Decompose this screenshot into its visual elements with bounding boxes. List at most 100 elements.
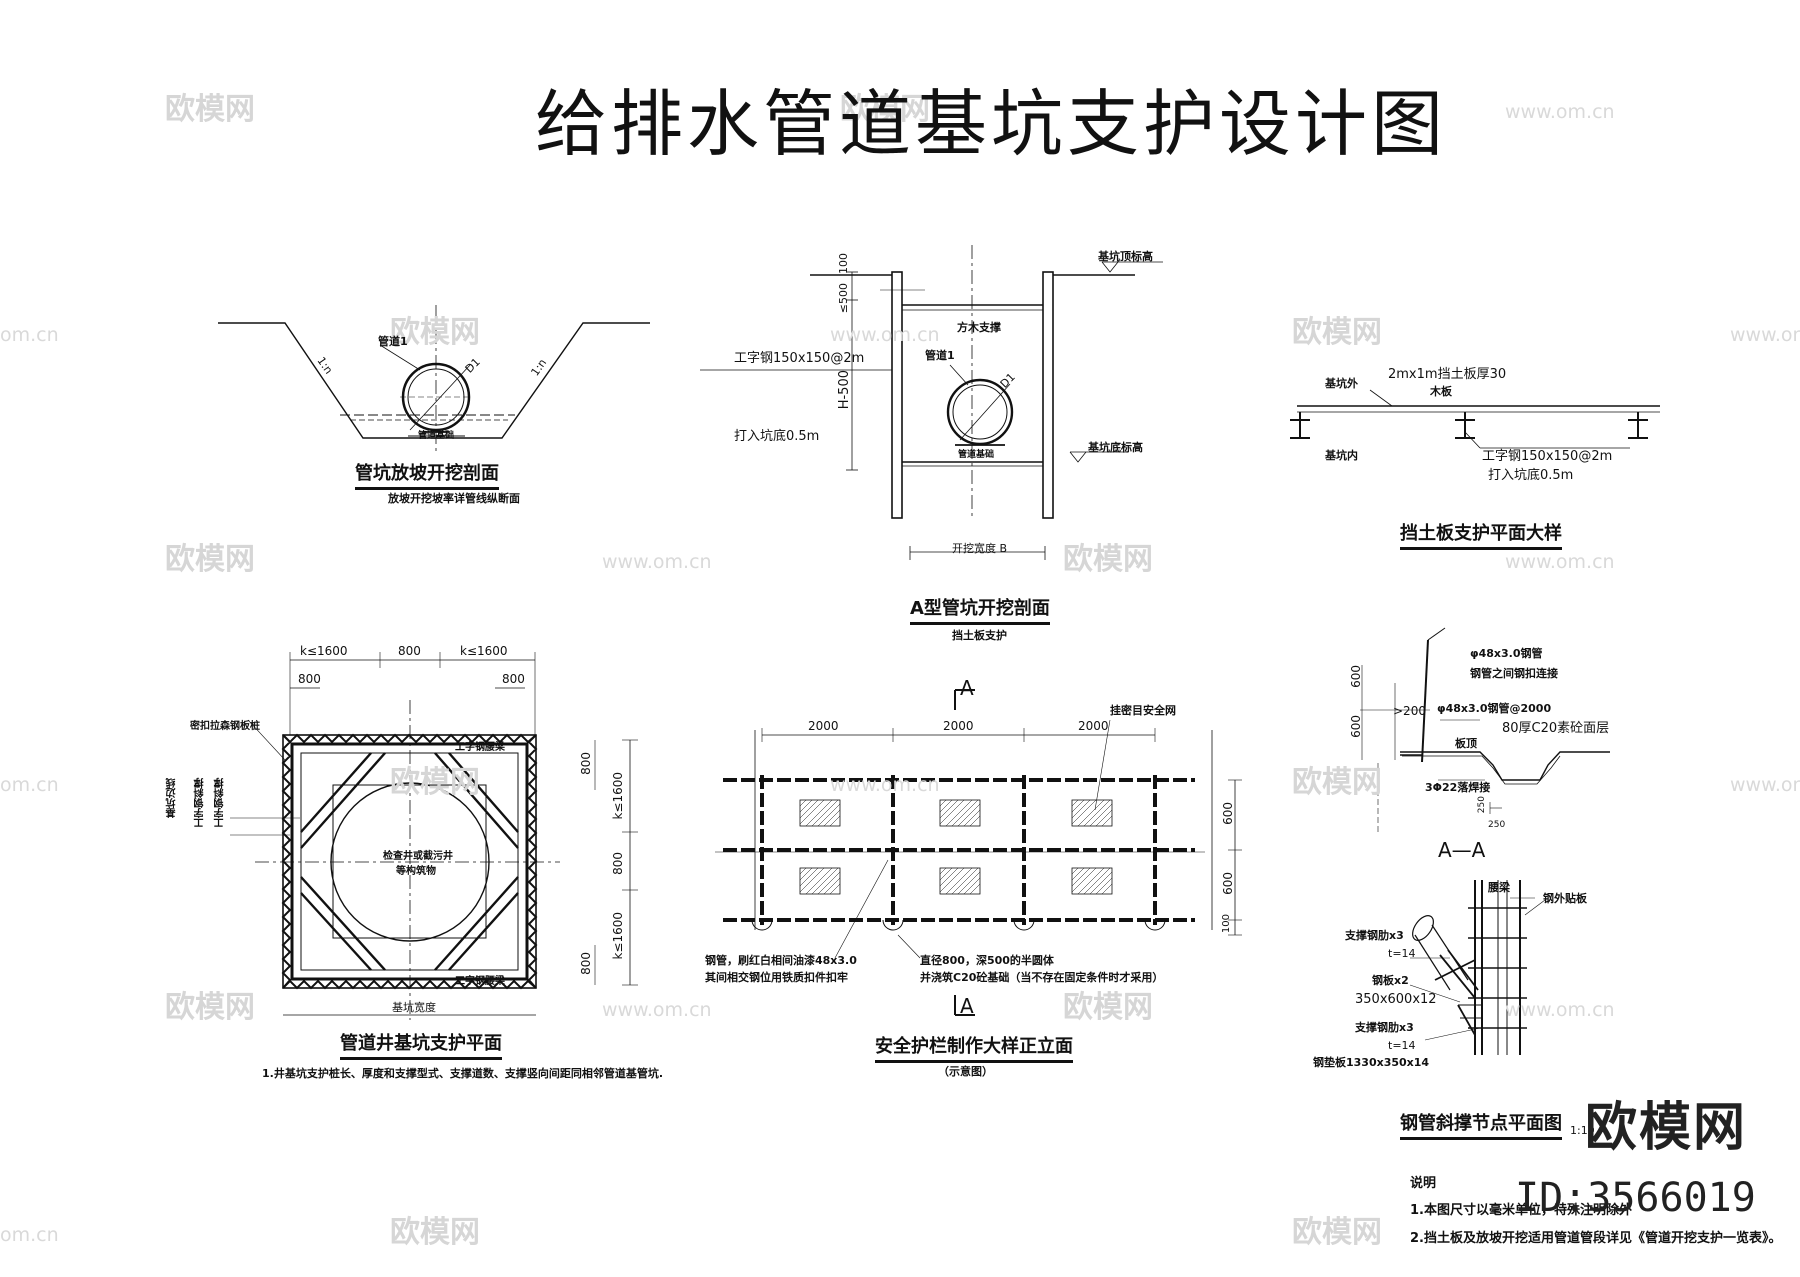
slope-section-drawing bbox=[218, 305, 650, 455]
pipe-spec-label: φ48x3.0钢管 bbox=[1470, 647, 1543, 660]
watermark-url: www.om.cn bbox=[1505, 551, 1615, 573]
aa-dim: 250 bbox=[1488, 820, 1506, 830]
note-item: 1.本图尺寸以毫米单位，特殊注明除外 bbox=[1410, 1203, 1632, 1218]
pipe-spacing-label: φ48x3.0钢管@2000 bbox=[1437, 702, 1552, 715]
board-spec-label: 2mx1m挡土板厚30 bbox=[1388, 367, 1507, 382]
top-dim-100: 100 bbox=[837, 253, 850, 274]
watermark: 欧模网 bbox=[1292, 765, 1382, 800]
pit-width-dim: 基坑宽度 bbox=[392, 1001, 436, 1014]
note-item: 2.挡土板及放坡开挖适用管道管段详见《管道开挖支护一览表》。 bbox=[1410, 1231, 1782, 1246]
watermark-url: www.om.cn bbox=[1730, 774, 1800, 796]
waler-bottom-label: 工字钢腰梁 bbox=[455, 976, 505, 987]
rib-label-2: 支撑钢肋x3 bbox=[1355, 1021, 1414, 1034]
a-type-caption: A型管坑开挖剖面 bbox=[910, 598, 1050, 625]
node-plan-caption: 钢管斜撑节点平面图 bbox=[1400, 1113, 1562, 1140]
slope-section-subcaption: 放坡开挖坡率详管线纵断面 bbox=[388, 492, 520, 505]
section-mark-top: A bbox=[960, 676, 974, 700]
watermark-url: om.cn bbox=[0, 324, 59, 346]
watermark-url: om.cn bbox=[0, 774, 59, 796]
inner-side-label: 基坑内 bbox=[1325, 449, 1358, 462]
caption-text: 安全护栏制作大样正立面 bbox=[875, 1036, 1073, 1063]
strut-label: 方木支撑 bbox=[957, 321, 1001, 334]
caption-text: A型管坑开挖剖面 bbox=[910, 598, 1050, 625]
dim-top-center: 800 bbox=[398, 644, 421, 658]
aa-title: A—A bbox=[1438, 838, 1486, 862]
caption-text: 挡土板支护平面大样 bbox=[1400, 523, 1562, 550]
rail-note-1: 钢管，刷红白相间油漆48x3.0 bbox=[705, 954, 857, 967]
rib-label-1: 支撑钢肋x3 bbox=[1345, 929, 1404, 942]
depth-dim: H-500 bbox=[837, 370, 852, 410]
notes-heading: 说明 bbox=[1410, 1176, 1437, 1191]
rail-subcaption: （示意图） bbox=[938, 1065, 993, 1078]
slope-section-caption: 管坑放坡开挖剖面 bbox=[355, 463, 499, 490]
watermark: 欧模网 bbox=[390, 1215, 480, 1250]
dim-right: 800 bbox=[579, 952, 593, 975]
rail-dim-right: 600 bbox=[1221, 872, 1235, 895]
caption-text: 钢管斜撑节点平面图 bbox=[1400, 1113, 1562, 1140]
brand-logo-text: 欧模网 bbox=[1585, 1098, 1748, 1158]
caption-text: 管道井基坑支护平面 bbox=[340, 1033, 502, 1060]
rail-caption: 安全护栏制作大样正立面 bbox=[875, 1036, 1073, 1063]
aa-dim: 600 bbox=[1349, 715, 1363, 738]
steel-pile-label: 工字钢150x150@2m bbox=[734, 351, 865, 366]
pipe-label: 管道1 bbox=[378, 335, 408, 348]
aa-dim: >200 bbox=[1393, 704, 1426, 718]
rail-note-2b: 并浇筑C20砼基础（当不存在固定条件时才采用） bbox=[920, 971, 1164, 984]
watermark-url: www.om.cn bbox=[602, 551, 712, 573]
wood-label: 木板 bbox=[1430, 385, 1452, 398]
watermark-url: om.cn bbox=[0, 1224, 59, 1246]
watermark: 欧模网 bbox=[840, 92, 930, 127]
watermark: 欧模网 bbox=[1292, 315, 1382, 350]
section-mark-bottom: A bbox=[960, 994, 974, 1018]
excavation-width-dim: 开挖宽度 B bbox=[952, 542, 1008, 555]
watermark: 欧模网 bbox=[390, 315, 480, 350]
watermark-url: www.om.cn bbox=[602, 999, 712, 1021]
dim-top-left: k≤1600 bbox=[300, 644, 348, 658]
embed-label: 打入坑底0.5m bbox=[1488, 468, 1574, 483]
side-label: 基坑边线 bbox=[167, 778, 178, 818]
rail-dim-right: 100 bbox=[1221, 914, 1232, 934]
rail-note-1b: 其间相交钢位用铁质扣件扣牢 bbox=[705, 971, 848, 984]
a-type-section-drawing bbox=[700, 245, 1163, 560]
waler-top-label: 工字钢腰梁 bbox=[455, 742, 505, 753]
safety-net-label: 挂密目安全网 bbox=[1110, 704, 1176, 717]
watermark: 欧模网 bbox=[165, 990, 255, 1025]
watermark: 欧模网 bbox=[1063, 990, 1153, 1025]
outer-plate-label: 钢外贴板 bbox=[1543, 892, 1587, 905]
watermark-url: www.om.cn bbox=[830, 774, 940, 796]
rail-elevation-drawing bbox=[715, 689, 1242, 1016]
thickness-label-1: t=14 bbox=[1388, 947, 1416, 960]
slab-label: 板顶 bbox=[1455, 737, 1477, 750]
page-title: 给排水管道基坑支护设计图 bbox=[535, 82, 1448, 166]
dim-right: 800 bbox=[579, 752, 593, 775]
dim-right: 800 bbox=[611, 852, 625, 875]
aa-dim: 250 bbox=[1477, 796, 1487, 814]
well-plan-drawing bbox=[230, 652, 638, 1020]
waler-label: 腰梁 bbox=[1488, 881, 1510, 894]
watermark: 欧模网 bbox=[1292, 1215, 1382, 1250]
watermark-url: www.om.cn bbox=[1505, 999, 1615, 1021]
top-elevation-label: 基坑顶标高 bbox=[1098, 250, 1153, 263]
rail-note-2: 直径800，深500的半圆体 bbox=[920, 954, 1054, 967]
node-plan-drawing bbox=[1409, 880, 1546, 1055]
dim-second-right: 800 bbox=[502, 672, 525, 686]
outer-side-label: 基坑外 bbox=[1325, 377, 1358, 390]
rail-dim-top: 2000 bbox=[1078, 719, 1109, 733]
board-plan-drawing bbox=[1290, 389, 1660, 449]
base-plate-label: 钢垫板1330x350x14 bbox=[1313, 1056, 1430, 1069]
base-label: 管道基础 bbox=[958, 450, 995, 460]
watermark-url: www.om.cn bbox=[1730, 324, 1800, 346]
center-label: 等构筑物 bbox=[396, 866, 436, 877]
concrete-layer-label: 80厚C20素砼面层 bbox=[1502, 721, 1610, 736]
plate-label: 钢板x2 bbox=[1372, 974, 1409, 987]
board-plan-caption: 挡土板支护平面大样 bbox=[1400, 523, 1562, 550]
well-plan-caption: 管道井基坑支护平面 bbox=[340, 1033, 502, 1060]
well-plan-note: 1.井基坑支护桩长、厚度和支撑型式、支撑道数、支撑竖向间距同相邻管道基管坑. bbox=[262, 1067, 664, 1080]
sheet-pile-label: 密扣拉森钢板桩 bbox=[190, 721, 260, 732]
rebar-label: 3Φ22落焊接 bbox=[1425, 781, 1491, 794]
watermark: 欧模网 bbox=[390, 765, 480, 800]
embed-label: 打入坑底0.5m bbox=[734, 429, 820, 444]
top-dim: ≤500 bbox=[837, 283, 850, 314]
a-type-subcaption: 挡土板支护 bbox=[952, 629, 1007, 642]
